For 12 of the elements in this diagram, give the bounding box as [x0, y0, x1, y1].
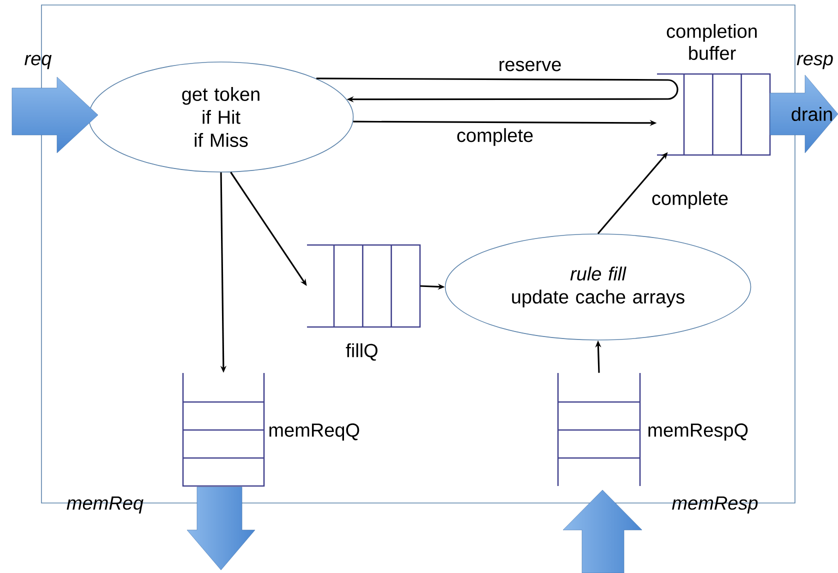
block-arrow	[186, 486, 256, 570]
block-arrow	[562, 490, 642, 573]
edge-label: reserve	[500, 60, 561, 72]
queue-label: memRespQ	[648, 423, 748, 441]
edge-label: complete	[457, 128, 533, 146]
queue-label: fillQ	[346, 343, 378, 361]
arrow-label: memReq	[66, 496, 144, 514]
queue-label: completion buffer	[666, 24, 757, 60]
edge-label: complete	[652, 191, 728, 209]
arrow-label: memResp	[672, 496, 758, 514]
arrow-label: resp	[796, 54, 833, 70]
queue-label: memReqQ	[269, 423, 360, 441]
